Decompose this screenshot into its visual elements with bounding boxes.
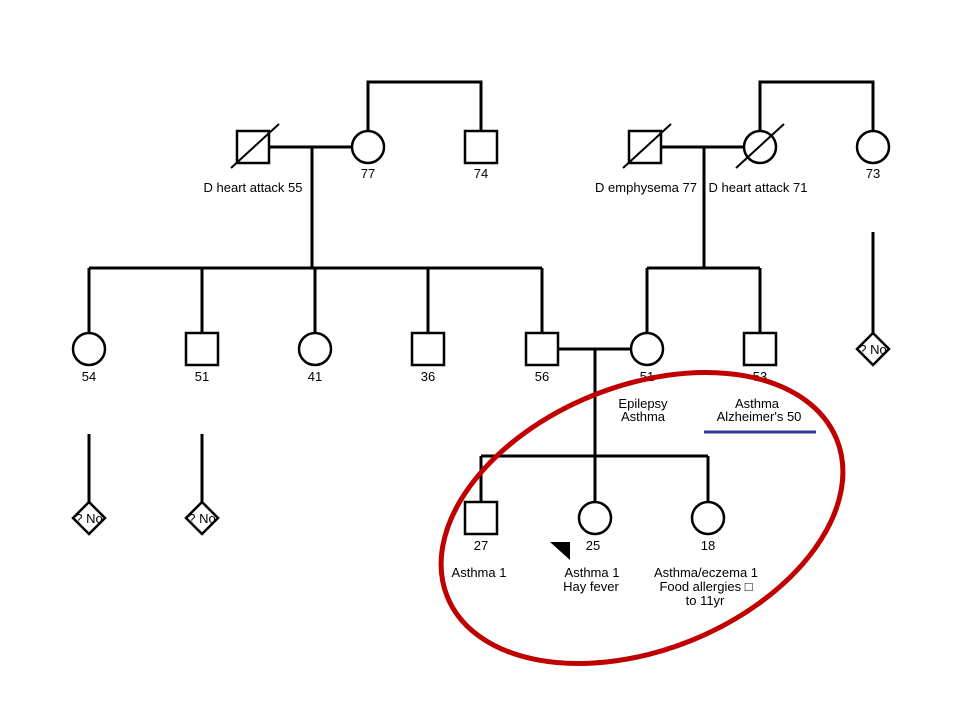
daughter2-condition: to 11yr: [686, 593, 725, 608]
aunt1-symbol: [71, 331, 107, 367]
uncle2-symbol: [410, 331, 446, 367]
deceased-slash: [622, 123, 672, 169]
maternal-uncle-symbol: [742, 331, 778, 367]
maternal-grandmother-note: D heart attack 71: [709, 180, 808, 195]
uncle1-age: 51: [195, 369, 209, 384]
mother-symbol: [629, 331, 665, 367]
son-symbol: [463, 500, 499, 536]
paternal-great-uncle-symbol: [463, 129, 499, 165]
maternal-grandfather-note: D emphysema 77: [595, 180, 697, 195]
paternal-grandmother-symbol: [350, 129, 386, 165]
unknown-offspring-label: ? No: [75, 511, 102, 526]
mother-condition: Epilepsy: [618, 396, 668, 411]
daughter2-age: 18: [701, 538, 715, 553]
maternal-uncle-condition: Alzheimer's 50: [717, 409, 802, 424]
son-age: 27: [474, 538, 488, 553]
maternal-uncle-condition: Asthma: [735, 396, 780, 411]
unknown-offspring-diamond: [855, 331, 891, 367]
unknown-offspring-label: ? No: [859, 342, 886, 357]
paternal-grandmother-age: 77: [361, 166, 375, 181]
unknown-offspring-label: ? No: [188, 511, 215, 526]
aunt2-age: 41: [308, 369, 322, 384]
maternal-great-aunt-symbol: [855, 129, 891, 165]
aunt1-age: 54: [82, 369, 96, 384]
uncle1-symbol: [184, 331, 220, 367]
proband-age: 25: [586, 538, 600, 553]
daughter2-condition: Asthma/eczema 1: [654, 565, 758, 580]
deceased-slash: [735, 123, 785, 169]
aunt2-symbol: [297, 331, 333, 367]
sibship-line-paternal-gm: [366, 80, 483, 132]
paternal-great-uncle-age: 74: [474, 166, 488, 181]
proband-symbol: [577, 500, 613, 536]
unknown-offspring-diamond: [184, 500, 220, 536]
father-age: 56: [535, 369, 549, 384]
maternal-great-aunt-age: 73: [866, 166, 880, 181]
father-symbol: [524, 331, 560, 367]
son-condition: Asthma 1: [452, 565, 507, 580]
uncle2-age: 36: [421, 369, 435, 384]
daughter2-condition: Food allergies □: [659, 579, 752, 594]
deceased-slash: [230, 123, 280, 169]
unknown-offspring-diamond: [71, 500, 107, 536]
proband-condition: Asthma 1: [565, 565, 620, 580]
paternal-grandfather-symbol: [235, 129, 271, 165]
highlight-ellipse: [438, 370, 846, 666]
sibship-line-maternal-gm: [758, 80, 875, 132]
mother-condition: Asthma: [621, 409, 666, 424]
daughter2-symbol: [690, 500, 726, 536]
paternal-grandfather-note: D heart attack 55: [204, 180, 303, 195]
proband-arrow-icon: [550, 542, 570, 560]
proband-condition: Hay fever: [563, 579, 619, 594]
